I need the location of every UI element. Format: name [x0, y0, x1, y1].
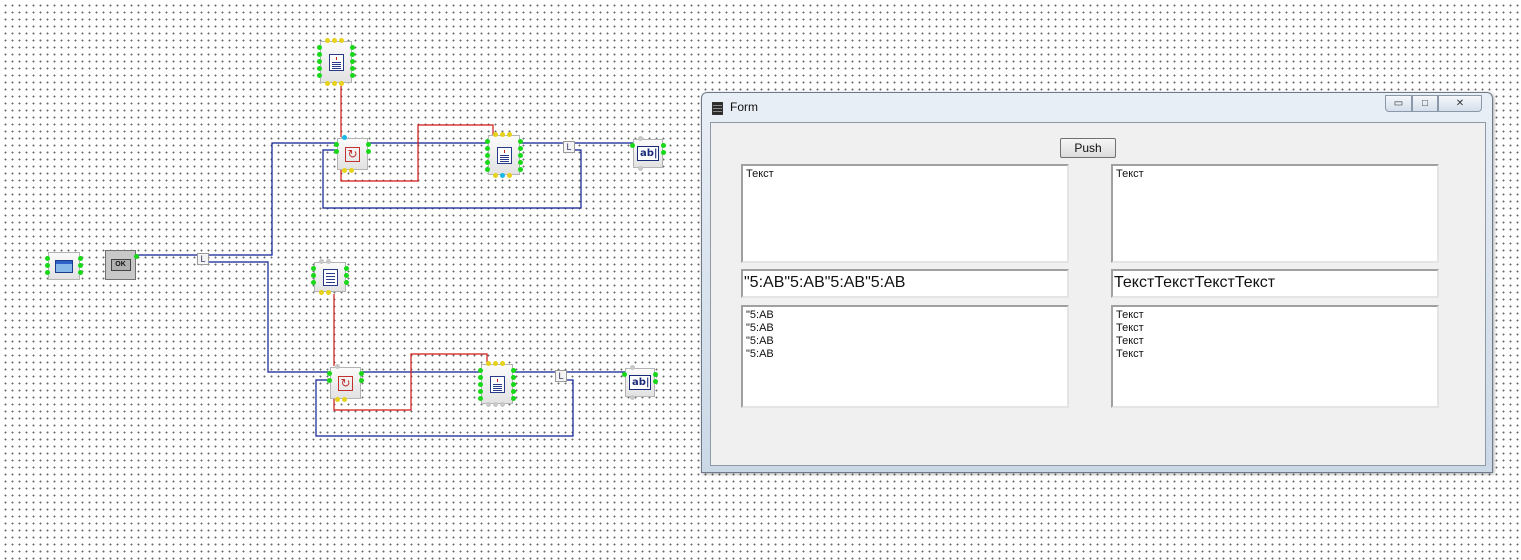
push-button[interactable]: Push — [1060, 138, 1116, 158]
wire-splitter-to-top — [207, 142, 336, 256]
wire-top-loop-data — [340, 124, 494, 182]
close-button[interactable]: ✕ — [1438, 95, 1482, 112]
bottom-doc-component[interactable] — [478, 361, 516, 407]
top-string-source[interactable] — [317, 38, 355, 86]
top-loop-component[interactable]: ↻ — [334, 135, 371, 173]
document-icon — [489, 375, 505, 393]
wire-bottom-loop-feedback — [315, 379, 574, 437]
maximize-button[interactable]: □ — [1412, 95, 1438, 112]
splitter-top[interactable]: L — [563, 141, 575, 153]
memo-bottom-left[interactable]: "5:AB "5:AB "5:AB "5:AB — [741, 305, 1069, 408]
splitter-bottom[interactable]: L — [555, 370, 567, 382]
minimize-button[interactable]: ▭ — [1385, 95, 1412, 112]
top-edit-component[interactable]: ab| — [630, 136, 666, 171]
edit-left[interactable]: "5:AB"5:AB"5:AB"5:AB — [741, 269, 1069, 298]
bottom-loop-component[interactable]: ↻ — [327, 364, 364, 402]
form-icon — [55, 259, 73, 273]
form-window[interactable]: Form ▭ □ ✕ Push Текст Текст "5:AB"5:AB"5… — [701, 92, 1493, 473]
form-client-area: Push Текст Текст "5:AB"5:AB"5:AB"5:AB Те… — [710, 122, 1486, 466]
edit-right[interactable]: ТекстТекстТекстТекст — [1111, 269, 1439, 298]
ok-button-icon: OK — [110, 259, 131, 271]
form-window-icon — [712, 102, 723, 115]
loop-icon: ↻ — [345, 146, 360, 162]
edit-field-icon: ab| — [637, 146, 659, 161]
wire-splitter-to-bottom — [207, 261, 330, 373]
wire-bottom-loop-data — [333, 353, 488, 411]
wire-top-loop-feedback — [322, 149, 582, 209]
ok-button-component[interactable]: OK — [105, 250, 139, 280]
document-icon — [328, 53, 344, 71]
memo-top-left[interactable]: Текст — [741, 164, 1069, 263]
form-title-bar[interactable]: Form ▭ □ ✕ — [702, 93, 1492, 121]
memo-top-right[interactable]: Текст — [1111, 164, 1439, 263]
splitter-main[interactable]: L — [197, 253, 209, 265]
form-component[interactable] — [45, 252, 83, 280]
bottom-string-source[interactable] — [311, 259, 349, 295]
edit-field-icon: ab| — [629, 375, 651, 390]
loop-icon: ↻ — [338, 375, 353, 391]
form-title: Form — [730, 100, 758, 114]
memo-bottom-right[interactable]: Текст Текст Текст Текст — [1111, 305, 1439, 408]
bottom-edit-component[interactable]: ab| — [622, 365, 658, 400]
document-icon — [496, 146, 512, 164]
document-icon — [322, 268, 338, 286]
top-doc-component[interactable] — [485, 132, 523, 178]
